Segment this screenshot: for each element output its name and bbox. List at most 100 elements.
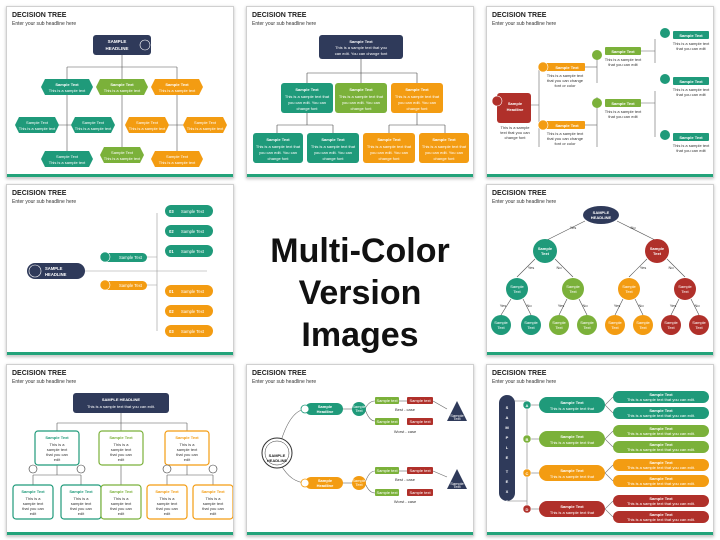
svg-text:Sample: Sample xyxy=(508,101,523,106)
slide-thumbnail-1[interactable]: DECISION TREE Enter your sub headline he… xyxy=(6,6,234,178)
svg-text:This is a sample text: This is a sample text xyxy=(673,87,710,92)
svg-text:This is a sample text: This is a sample text xyxy=(605,109,642,114)
svg-text:This is a sample text that: This is a sample text that xyxy=(256,144,301,149)
svg-text:Sample Text: Sample Text xyxy=(349,39,373,44)
slide-subtitle: Enter your sub headline here xyxy=(252,379,317,385)
svg-text:edit: edit xyxy=(30,511,37,516)
svg-text:This is a sample text that you: This is a sample text that you can edit. xyxy=(627,447,695,452)
svg-text:Text: Text xyxy=(355,482,363,487)
svg-text:Text: Text xyxy=(667,325,675,330)
svg-text:B: B xyxy=(526,437,529,442)
svg-text:Yes: Yes xyxy=(558,303,565,308)
svg-text:Sample Text: Sample Text xyxy=(21,489,45,494)
svg-text:This is a: This is a xyxy=(114,496,130,501)
svg-text:Sample Text: Sample Text xyxy=(26,120,49,125)
slide-thumbnail-2[interactable]: DECISION TREE Enter your sub headline he… xyxy=(246,6,474,178)
slide-thumbnail-7[interactable]: DECISION TREE Enter your sub headline he… xyxy=(246,364,474,536)
svg-text:that you can edit: that you can edit xyxy=(608,62,638,67)
svg-text:you can edit. You can: you can edit. You can xyxy=(314,150,352,155)
svg-text:This is a: This is a xyxy=(206,496,222,501)
svg-text:This is a: This is a xyxy=(160,496,176,501)
svg-text:Sample Text: Sample Text xyxy=(560,434,584,439)
center-heading-line2: Version Images xyxy=(298,274,422,354)
slide-title: DECISION TREE xyxy=(252,370,307,377)
svg-text:No: No xyxy=(582,303,588,308)
svg-text:This is a sample text that you: This is a sample text that you xyxy=(335,45,387,50)
svg-text:Yes: Yes xyxy=(570,225,577,230)
svg-text:Sample Text: Sample Text xyxy=(181,249,205,254)
svg-text:T: T xyxy=(506,499,509,504)
slide-thumbnail-4[interactable]: DECISION TREE Enter your sub headline he… xyxy=(6,184,234,356)
svg-text:Text: Text xyxy=(453,484,461,489)
svg-text:sample text: sample text xyxy=(23,501,44,506)
accent-line xyxy=(7,174,233,177)
slide-subtitle: Enter your sub headline here xyxy=(492,379,557,385)
svg-text:This is a sample text that: This is a sample text that xyxy=(550,474,595,479)
svg-text:Text: Text xyxy=(453,416,461,421)
svg-text:Sample: Sample xyxy=(538,246,553,251)
svg-text:Yes: Yes xyxy=(528,265,535,270)
svg-text:Sample Text: Sample Text xyxy=(119,255,143,260)
svg-text:Sample Text: Sample Text xyxy=(181,209,205,214)
slide-thumbnail-3[interactable]: DECISION TREE Enter your sub headline he… xyxy=(486,6,714,178)
svg-text:SAMPLE: SAMPLE xyxy=(593,210,610,215)
svg-text:Sample Text: Sample Text xyxy=(555,65,579,70)
svg-text:Sample text: Sample text xyxy=(409,419,431,424)
svg-text:03: 03 xyxy=(169,329,174,334)
svg-text:Text: Text xyxy=(513,289,521,294)
svg-text:Headline: Headline xyxy=(317,483,334,488)
slide-thumbnail-5[interactable]: DECISION TREE Enter your sub headline he… xyxy=(486,184,714,356)
svg-text:This is a sample text: This is a sample text xyxy=(129,126,166,131)
svg-text:Sample Text: Sample Text xyxy=(55,82,79,87)
svg-text:Sample: Sample xyxy=(622,284,636,289)
svg-text:Sample Text: Sample Text xyxy=(649,392,673,397)
svg-text:This is a sample text: This is a sample text xyxy=(49,88,86,93)
svg-text:Sample Text: Sample Text xyxy=(611,49,635,54)
svg-text:Sample: Sample xyxy=(552,320,566,325)
svg-text:T: T xyxy=(506,469,509,474)
accent-line xyxy=(247,532,473,535)
slide-title: DECISION TREE xyxy=(12,12,67,19)
svg-text:you can edit. You can: you can edit. You can xyxy=(288,100,326,105)
svg-text:This is a sample text that you: This is a sample text that you can edit. xyxy=(627,517,695,522)
svg-text:that you can change: that you can change xyxy=(547,136,584,141)
svg-text:Sample Text: Sample Text xyxy=(560,400,584,405)
svg-text:Text: Text xyxy=(541,251,550,256)
svg-text:This is a sample text that you: This is a sample text that you can edit. xyxy=(627,501,695,506)
svg-text:you can edit. You can: you can edit. You can xyxy=(425,150,463,155)
svg-text:Sample text: Sample text xyxy=(376,490,398,495)
svg-text:This is a sample text: This is a sample text xyxy=(605,57,642,62)
svg-text:change font: change font xyxy=(351,106,373,111)
svg-text:Text: Text xyxy=(569,289,577,294)
svg-text:This is a sample text that: This is a sample text that xyxy=(367,144,412,149)
svg-text:change font: change font xyxy=(434,156,456,161)
decision-tree-diagram: SAMPLE HEADLINE This is a sample text th… xyxy=(12,393,233,520)
svg-text:This is a sample: This is a sample xyxy=(501,125,531,130)
svg-text:change font: change font xyxy=(323,156,345,161)
svg-text:Headline: Headline xyxy=(507,107,524,112)
svg-text:P: P xyxy=(506,435,509,440)
slide-thumbnail-8[interactable]: DECISION TREE Enter your sub headline he… xyxy=(486,364,714,536)
svg-text:edit: edit xyxy=(184,457,191,462)
svg-text:X: X xyxy=(506,489,509,494)
svg-text:Sample text: Sample text xyxy=(376,398,398,403)
svg-text:Sample Text: Sample Text xyxy=(649,408,673,413)
svg-text:sample text: sample text xyxy=(71,501,92,506)
svg-text:Sample Text: Sample Text xyxy=(560,504,584,509)
slide-thumbnail-6[interactable]: DECISION TREE Enter your sub headline he… xyxy=(6,364,234,536)
svg-text:E: E xyxy=(506,479,509,484)
svg-text:02: 02 xyxy=(169,309,174,314)
svg-text:This is a sample text: This is a sample text xyxy=(673,143,710,148)
svg-text:01: 01 xyxy=(169,289,174,294)
svg-text:Text: Text xyxy=(527,325,535,330)
svg-text:03: 03 xyxy=(169,209,174,214)
svg-text:Sample: Sample xyxy=(450,481,464,486)
svg-text:Sample Text: Sample Text xyxy=(649,426,673,431)
svg-text:Sample Text: Sample Text xyxy=(405,87,429,92)
svg-text:Sample: Sample xyxy=(692,320,706,325)
svg-text:Text: Text xyxy=(695,325,703,330)
svg-text:that you can: that you can xyxy=(22,506,44,511)
svg-text:edit: edit xyxy=(164,511,171,516)
svg-text:A: A xyxy=(506,415,509,420)
svg-text:SAMPLE HEADLINE: SAMPLE HEADLINE xyxy=(102,397,141,402)
